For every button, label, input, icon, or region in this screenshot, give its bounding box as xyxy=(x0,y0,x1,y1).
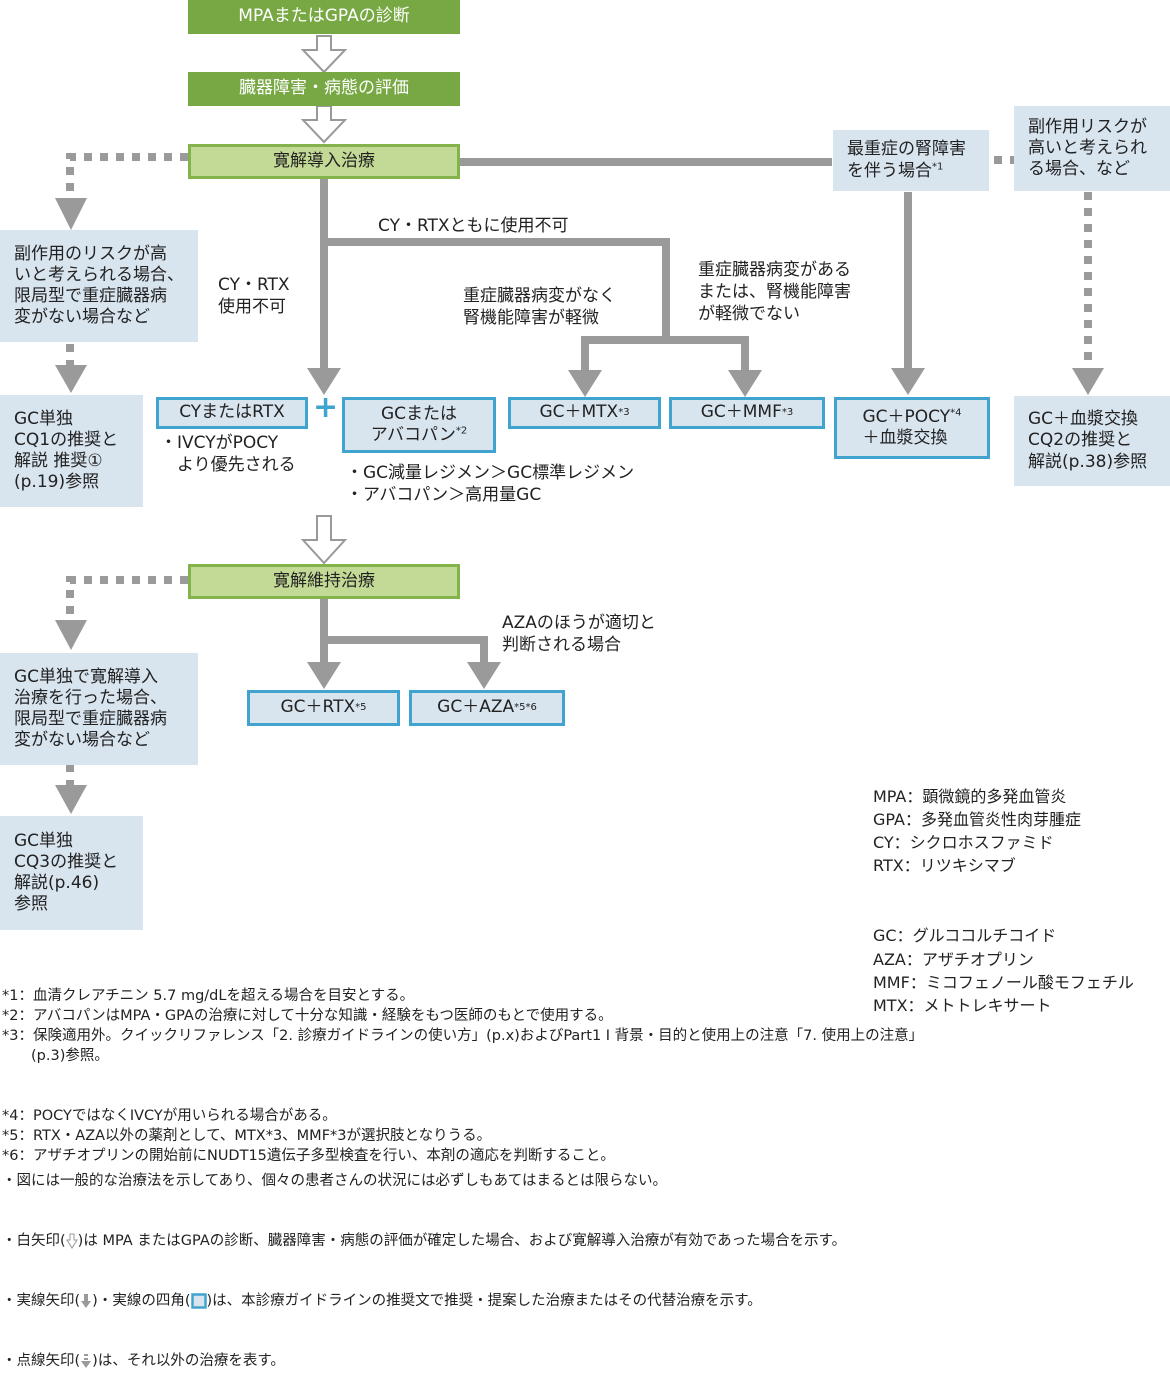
white-arrow-2 xyxy=(300,105,348,144)
induction-left-condition: 副作用のリスクが高 いと考えられる場合、 限局型で重症臓器病 変がない場合など xyxy=(0,230,198,342)
maintenance-left-condition: GC単独で寛解導入 治療を行った場合、 限局型で重症臓器病 変がない場合など xyxy=(0,653,198,765)
flowchart-connectors xyxy=(55,35,1104,814)
solid-arrowheads xyxy=(307,368,925,689)
solid-arrow-icon xyxy=(81,1294,92,1308)
plasma-exchange-result: GC＋血漿交換 CQ2の推奨と 解説(p.38)参照 xyxy=(1014,396,1170,486)
maintenance-step: 寛解維持治療 xyxy=(188,564,460,599)
footnotes: *1：血清クレアチニン 5.7 mg/dLを超える場合を目安とする。*2：アバコ… xyxy=(2,988,924,1164)
gc-rtx-box: GC＋RTX*5 xyxy=(247,690,400,726)
solid-lines xyxy=(320,158,912,664)
aza-condition-label: AZAのほうが適切と判断される場合 xyxy=(502,613,656,656)
gc-mmf-box: GC＋MMF*3 xyxy=(669,397,825,429)
both-unavailable-label: CY・RTXともに使用不可 xyxy=(378,216,569,236)
white-arrow-icon xyxy=(65,1233,78,1249)
maintenance-left-result: GC単独 CQ3の推奨と 解説(p.46) 参照 xyxy=(0,816,143,930)
solid-box-icon xyxy=(190,1293,207,1309)
gc-pocy-box: GC＋POCY*4＋血漿交換 xyxy=(834,397,990,459)
induction-step: 寛解導入治療 xyxy=(188,144,460,179)
gc-notes: ・GC減量レジメン＞GC標準レジメン・アバコパン＞高用量GC xyxy=(346,463,635,506)
renal-condition: 最重症の腎障害 を伴う場合*1 xyxy=(833,130,989,191)
evaluation-step: 臓器障害・病態の評価 xyxy=(188,72,460,106)
diagnosis-step: MPAまたはGPAの診断 xyxy=(188,0,460,34)
dotted-arrow-icon xyxy=(81,1354,92,1368)
cy-note: ・IVCYがPOCY より優先される xyxy=(160,433,296,476)
white-arrow-1 xyxy=(300,35,348,74)
cy-or-rtx-box: CYまたはRTX xyxy=(156,397,308,429)
gc-or-avacopan-box: GCまたはアバコパン*2 xyxy=(342,397,496,453)
induction-left-result: GC単独 CQ1の推奨と 解説 推奨① (p.19)参照 xyxy=(0,395,143,507)
side-effect-risk-condition: 副作用リスクが 高いと考えられ る場合、など xyxy=(1014,106,1170,191)
severe-condition-label: 重症臓器病変があるまたは、腎機能障害が軽微でない xyxy=(698,260,851,325)
white-arrow-3 xyxy=(300,515,348,565)
gc-aza-box: GC＋AZA*5*6 xyxy=(409,690,565,726)
dotted-arrowheads xyxy=(55,198,1104,814)
legend: ・図には一般的な治療法を示してあり、個々の患者さんの状況には必ずしもあてはまると… xyxy=(2,1173,847,1369)
plus-icon: + xyxy=(313,390,339,425)
mild-condition-label: 重症臓器病変がなく腎機能障害が軽微 xyxy=(463,286,616,329)
gc-mtx-box: GC＋MTX*3 xyxy=(508,397,661,429)
